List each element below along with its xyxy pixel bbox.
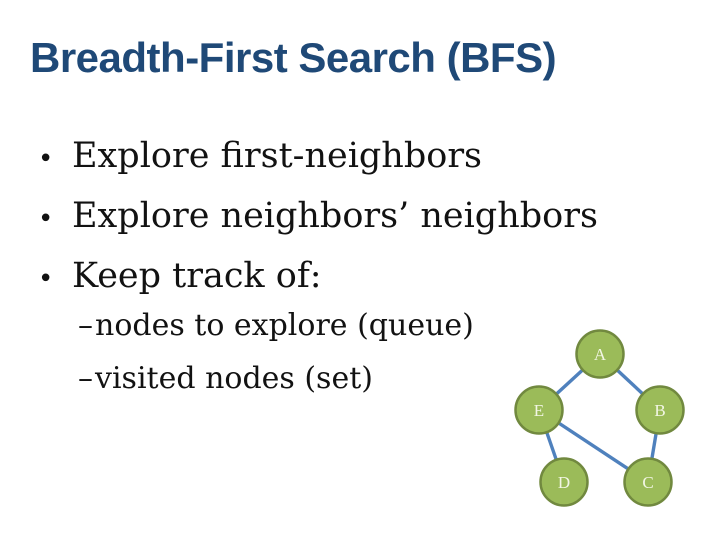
sub-bullet-item: – visited nodes (set) bbox=[78, 352, 474, 405]
sub-bullet-list: – nodes to explore (queue) – visited nod… bbox=[78, 299, 474, 405]
bfs-graph: A E B D C bbox=[514, 329, 685, 507]
graph-node-label-C: C bbox=[642, 473, 653, 492]
bullet-dot: • bbox=[38, 144, 54, 174]
bullet-text: Keep track of: bbox=[72, 256, 322, 296]
graph-node-B bbox=[635, 385, 685, 435]
bullet-item: • Explore neighbors’ neighbors bbox=[38, 188, 598, 248]
graph-node-label-E: E bbox=[534, 401, 544, 420]
bullet-list: • Explore first-neighbors • Explore neig… bbox=[38, 128, 598, 308]
graph-node-D bbox=[539, 457, 589, 507]
bullet-text: Explore neighbors’ neighbors bbox=[72, 196, 598, 236]
dash-marker: – bbox=[78, 308, 93, 343]
bullet-item: • Explore first-neighbors bbox=[38, 128, 598, 188]
bullet-dot: • bbox=[38, 204, 54, 234]
graph-node-A bbox=[575, 329, 625, 379]
graph-node-C bbox=[623, 457, 673, 507]
dash-marker: – bbox=[78, 361, 93, 396]
graph-node-E bbox=[514, 385, 564, 435]
bullet-dot: • bbox=[38, 264, 54, 294]
sub-bullet-item: – nodes to explore (queue) bbox=[78, 299, 474, 352]
sub-bullet-text: visited nodes (set) bbox=[95, 361, 373, 396]
bullet-text: Explore first-neighbors bbox=[72, 136, 483, 176]
slide-title: Breadth-First Search (BFS) bbox=[30, 34, 557, 81]
graph-node-label-A: A bbox=[594, 345, 607, 364]
sub-bullet-text: nodes to explore (queue) bbox=[95, 308, 474, 343]
bullet-item: • Keep track of: bbox=[38, 248, 598, 308]
graph-node-label-B: B bbox=[654, 401, 665, 420]
graph-node-label-D: D bbox=[558, 473, 570, 492]
